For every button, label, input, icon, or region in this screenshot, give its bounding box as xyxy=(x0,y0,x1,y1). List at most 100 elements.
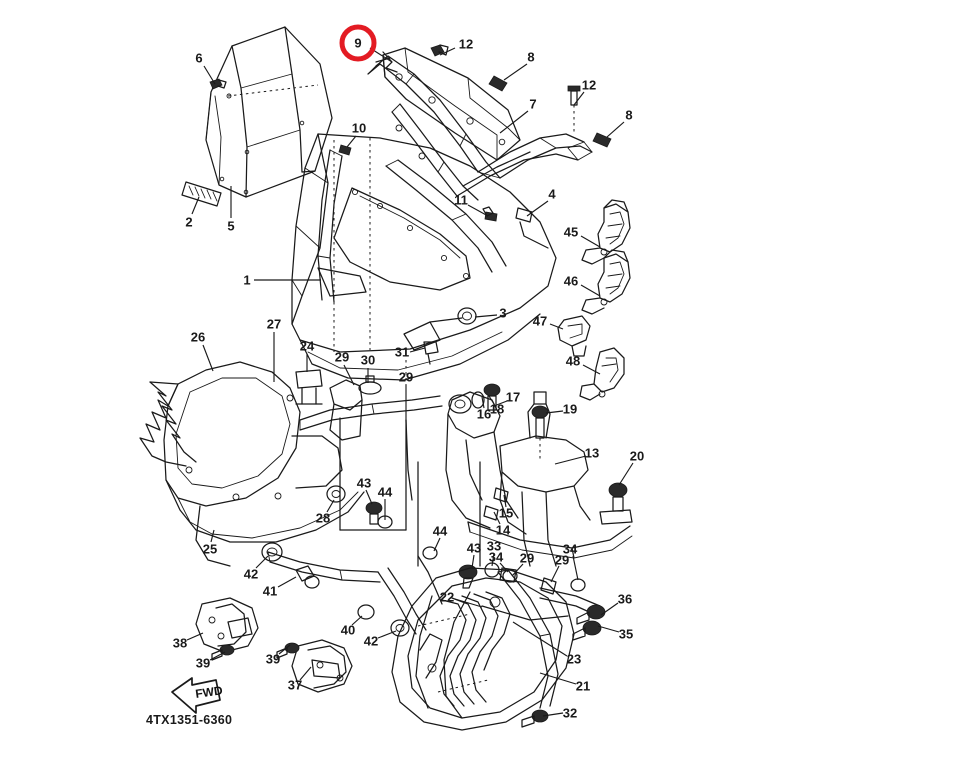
inner-frame-7 xyxy=(367,44,612,201)
yamaha-graphic-22 xyxy=(419,591,511,707)
callout-4: 4 xyxy=(548,186,556,202)
callout-11: 11 xyxy=(454,192,468,208)
callout-19: 19 xyxy=(562,401,578,417)
callout-33: 33 xyxy=(486,538,502,554)
clamp-46 xyxy=(581,249,631,315)
upper-bracket-assembly xyxy=(375,47,521,161)
callout-6: 6 xyxy=(195,50,203,66)
callout-40: 40 xyxy=(340,622,356,638)
part-14 xyxy=(483,505,499,521)
callout-26: 26 xyxy=(190,329,206,345)
bolt-19 xyxy=(531,405,549,462)
bolt-43a xyxy=(365,501,383,525)
callout-48: 48 xyxy=(565,353,581,369)
callout-44: 44 xyxy=(432,523,448,539)
callout-8: 8 xyxy=(625,107,633,123)
clamp-45 xyxy=(581,199,631,265)
clamp-47 xyxy=(557,315,591,357)
clip-8b xyxy=(592,132,612,148)
grommet-42a xyxy=(261,542,283,562)
screw-12a xyxy=(430,44,449,57)
front-cowling-1 xyxy=(291,133,557,381)
bolt-17 xyxy=(483,383,501,411)
highlight-circle-callout-9 xyxy=(339,24,377,62)
callout-28: 28 xyxy=(315,510,331,526)
callout-3: 3 xyxy=(499,305,507,321)
callout-23: 23 xyxy=(566,651,582,667)
callout-37: 37 xyxy=(287,677,303,693)
callout-35: 35 xyxy=(618,626,634,642)
callout-22: 22 xyxy=(439,589,455,605)
callout-32: 32 xyxy=(562,705,578,721)
callout-45: 45 xyxy=(563,224,579,240)
callout-12: 12 xyxy=(581,77,597,93)
clamp-48 xyxy=(579,347,625,401)
callout-31: 31 xyxy=(394,344,410,360)
center-brackets xyxy=(299,341,481,567)
callout-30: 30 xyxy=(360,352,376,368)
callout-47: 47 xyxy=(532,313,548,329)
callout-7: 7 xyxy=(529,96,537,112)
callout-15: 15 xyxy=(498,505,514,521)
bracket-29c xyxy=(499,567,517,583)
grommet-28 xyxy=(326,485,346,503)
fwd-text: FWD xyxy=(194,683,223,701)
callout-10: 10 xyxy=(351,120,367,136)
callout-21: 21 xyxy=(575,678,591,694)
callout-2: 2 xyxy=(185,214,193,230)
windscreen-assembly xyxy=(181,26,333,207)
callout-36: 36 xyxy=(617,591,633,607)
screw-12b xyxy=(567,85,581,132)
callout-8: 8 xyxy=(527,49,535,65)
bolt-20 xyxy=(599,482,633,525)
clip-8a xyxy=(488,75,508,92)
bolt-32 xyxy=(521,709,549,728)
bracket-24 xyxy=(295,369,323,405)
callout-9: 9 xyxy=(354,35,362,51)
callout-17: 17 xyxy=(505,389,521,405)
callout-13: 13 xyxy=(584,445,600,461)
screw-10 xyxy=(338,144,352,156)
diagram-part-number: 4TX1351-6360 xyxy=(146,713,233,727)
joint-41 xyxy=(295,565,320,589)
nut-3 xyxy=(457,307,477,325)
part-15 xyxy=(493,487,509,503)
lower-cowling-21-22-23 xyxy=(391,567,606,731)
leader-lines xyxy=(186,47,634,717)
callout-39: 39 xyxy=(265,651,281,667)
washer-18 xyxy=(471,391,485,409)
instrument-bracket-13 xyxy=(445,383,633,567)
nut-34b xyxy=(570,578,586,592)
callout-38: 38 xyxy=(172,635,188,651)
collar-16 xyxy=(448,394,472,414)
yamaha-emblem-2 xyxy=(181,181,222,207)
callout-14: 14 xyxy=(495,522,511,538)
callout-29: 29 xyxy=(554,552,570,568)
callout-5: 5 xyxy=(227,218,235,234)
fwd-marker: FWD xyxy=(171,677,224,714)
callout-43: 43 xyxy=(356,475,372,491)
nut-44b xyxy=(422,546,438,560)
callout-29: 29 xyxy=(519,550,535,566)
callout-34: 34 xyxy=(488,549,504,565)
callout-16: 16 xyxy=(476,406,492,422)
callout-27: 27 xyxy=(266,316,282,332)
callout-25: 25 xyxy=(202,541,218,557)
grommet-42b xyxy=(390,619,410,637)
callout-20: 20 xyxy=(629,448,645,464)
callout-12: 12 xyxy=(458,36,474,52)
callout-43: 43 xyxy=(466,540,482,556)
callout-29: 29 xyxy=(334,349,350,365)
bracket-4 xyxy=(515,207,549,249)
callout-34: 34 xyxy=(562,541,578,557)
callout-39: 39 xyxy=(195,655,211,671)
callout-1: 1 xyxy=(243,272,251,288)
clamp-brackets-45-48 xyxy=(557,199,631,401)
callout-29: 29 xyxy=(398,369,414,385)
callout-46: 46 xyxy=(563,273,579,289)
left-side-cowling-26-27 xyxy=(139,361,365,567)
small-covers-37-38 xyxy=(195,597,353,693)
callout-44: 44 xyxy=(377,484,393,500)
